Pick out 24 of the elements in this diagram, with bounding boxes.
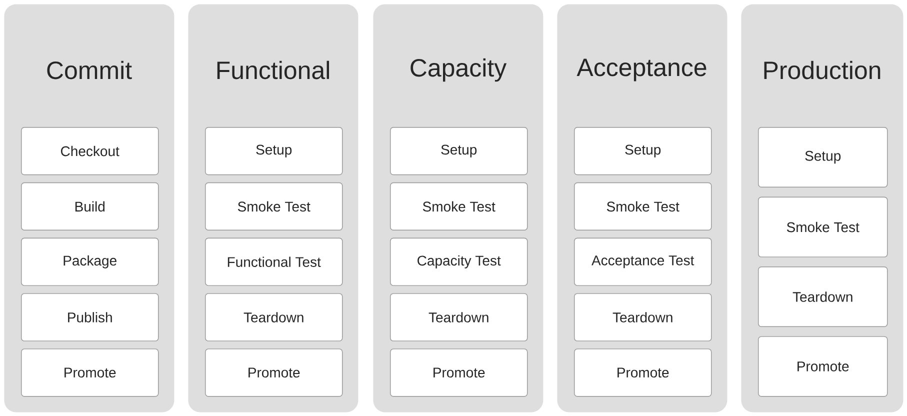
step-box: Teardown <box>758 266 888 327</box>
step-box: Functional Test <box>205 238 343 286</box>
step-box: Setup <box>390 127 528 176</box>
step-box: Publish <box>21 293 159 342</box>
step-box: Smoke Test <box>574 182 712 230</box>
step-box: Promote <box>758 336 888 397</box>
step-box: Build <box>21 182 159 230</box>
step-box: Package <box>21 238 159 286</box>
step-box: Promote <box>390 348 528 397</box>
step-box: Teardown <box>390 293 528 342</box>
step-box: Teardown <box>205 293 343 342</box>
step-box: Teardown <box>574 293 712 342</box>
step-box: Checkout <box>21 127 159 176</box>
step-box: Setup <box>574 127 712 176</box>
step-box: Promote <box>21 348 159 397</box>
step-box: Smoke Test <box>205 182 343 230</box>
step-box: Promote <box>205 348 343 397</box>
step-box: Smoke Test <box>758 196 888 258</box>
step-box: Setup <box>205 127 343 176</box>
step-box: Smoke Test <box>390 182 528 230</box>
step-box: Setup <box>758 127 888 188</box>
step-box: Promote <box>574 348 712 397</box>
step-box: Acceptance Test <box>574 238 712 286</box>
step-box: Capacity Test <box>390 238 528 286</box>
